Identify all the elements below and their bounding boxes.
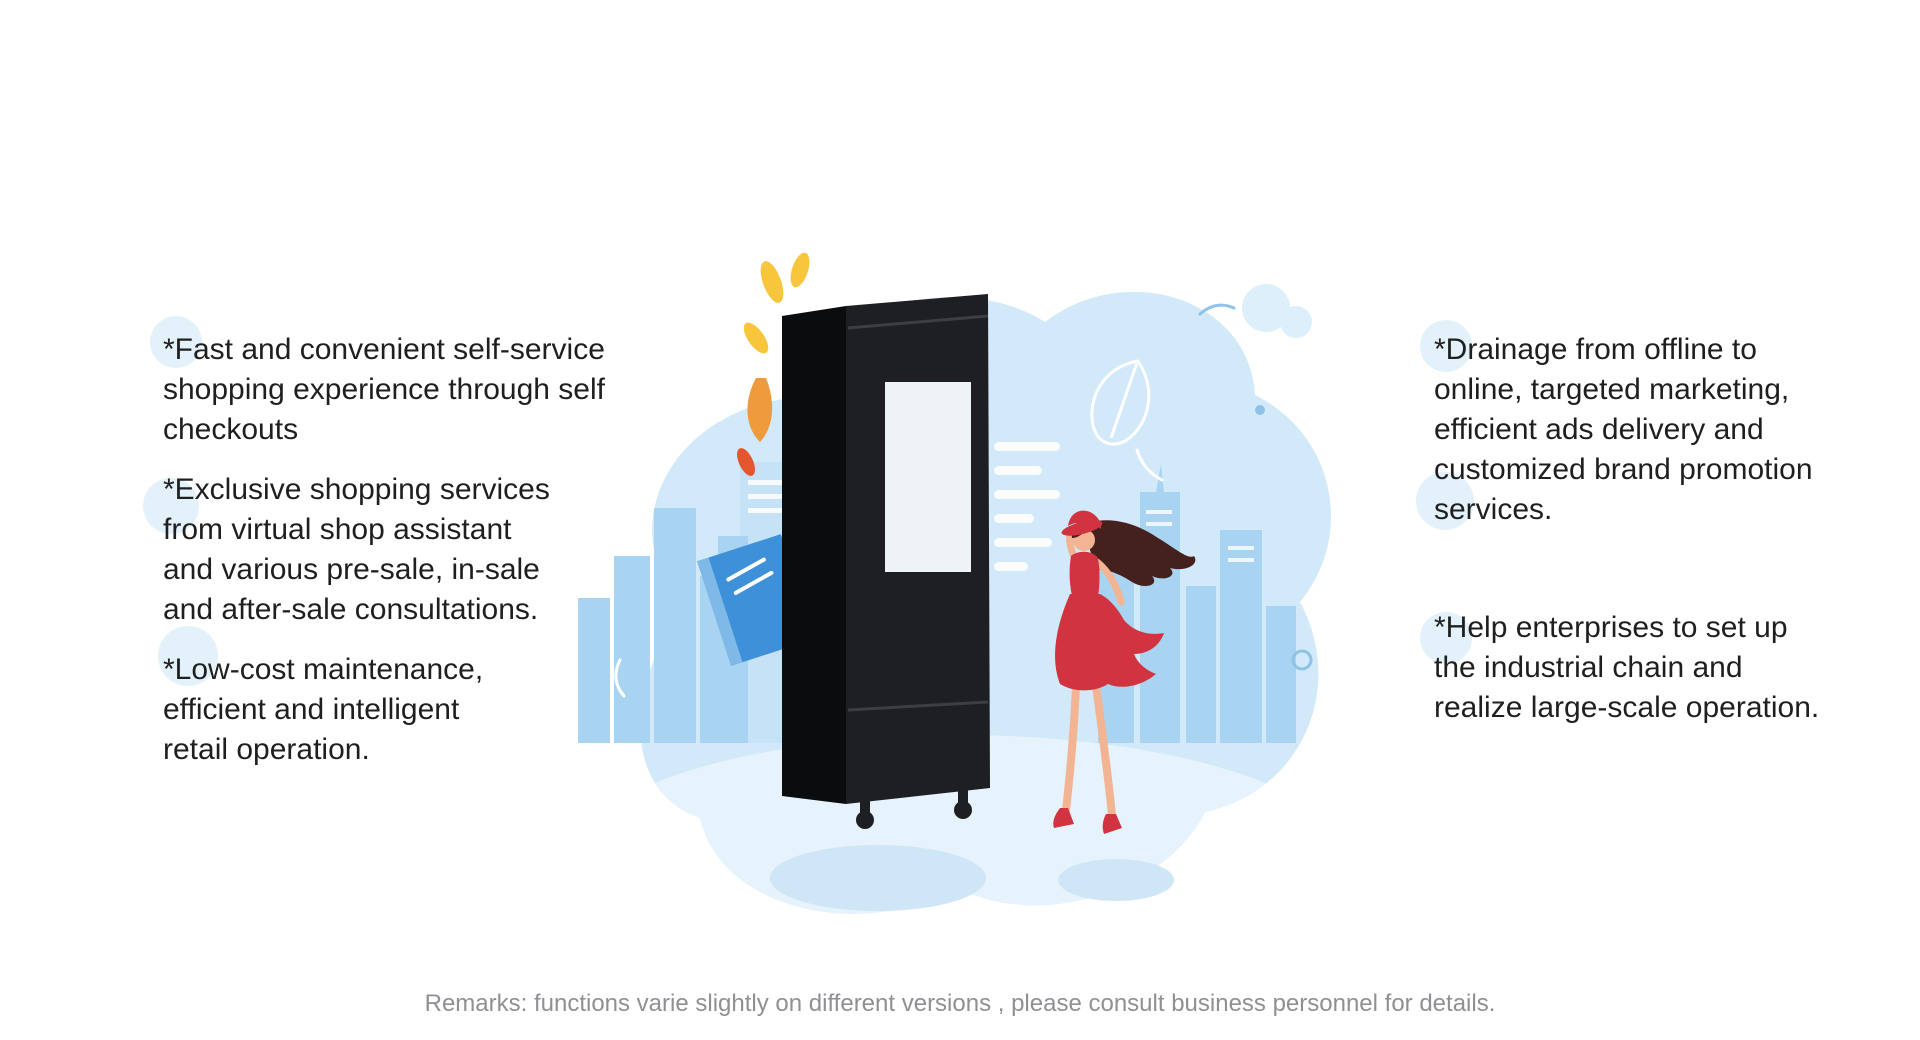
feature-text: *Drainage from offline to online, target…	[1434, 333, 1813, 526]
decor-dot	[1420, 320, 1472, 372]
vending-machine	[782, 294, 990, 829]
features-right: *Drainage from offline to online, target…	[1434, 330, 1884, 748]
kiosk-illustration	[578, 252, 1332, 914]
decor-dot	[1420, 612, 1472, 664]
feature-text: *Fast and convenient self-service shoppi…	[163, 333, 605, 446]
decor-strokes	[614, 303, 1313, 698]
decor-dot	[1416, 472, 1474, 530]
remarks-note: Remarks: functions varie slightly on dif…	[424, 990, 1496, 1017]
city-skyline-right	[1098, 464, 1296, 743]
ground-shadows	[770, 845, 1174, 911]
kiosk-screen	[885, 382, 971, 572]
leaf-outline-icon	[1090, 359, 1164, 482]
features-left: *Fast and convenient self-service shoppi…	[163, 330, 683, 790]
feature-text: *Help enterprises to set up the industri…	[1434, 611, 1820, 724]
falling-leaves	[737, 252, 810, 476]
decor-dot	[150, 316, 202, 368]
feature-text: *Low-cost maintenance, efficient and int…	[163, 653, 484, 766]
feature-text: *Exclusive shopping services from virtua…	[163, 473, 550, 626]
woman-illustration	[1053, 510, 1196, 834]
cloud-blob	[1242, 284, 1312, 338]
decor-dot	[158, 626, 218, 686]
machine-wheels	[856, 790, 972, 829]
decor-dot	[143, 478, 199, 534]
speed-lines	[994, 442, 1060, 571]
